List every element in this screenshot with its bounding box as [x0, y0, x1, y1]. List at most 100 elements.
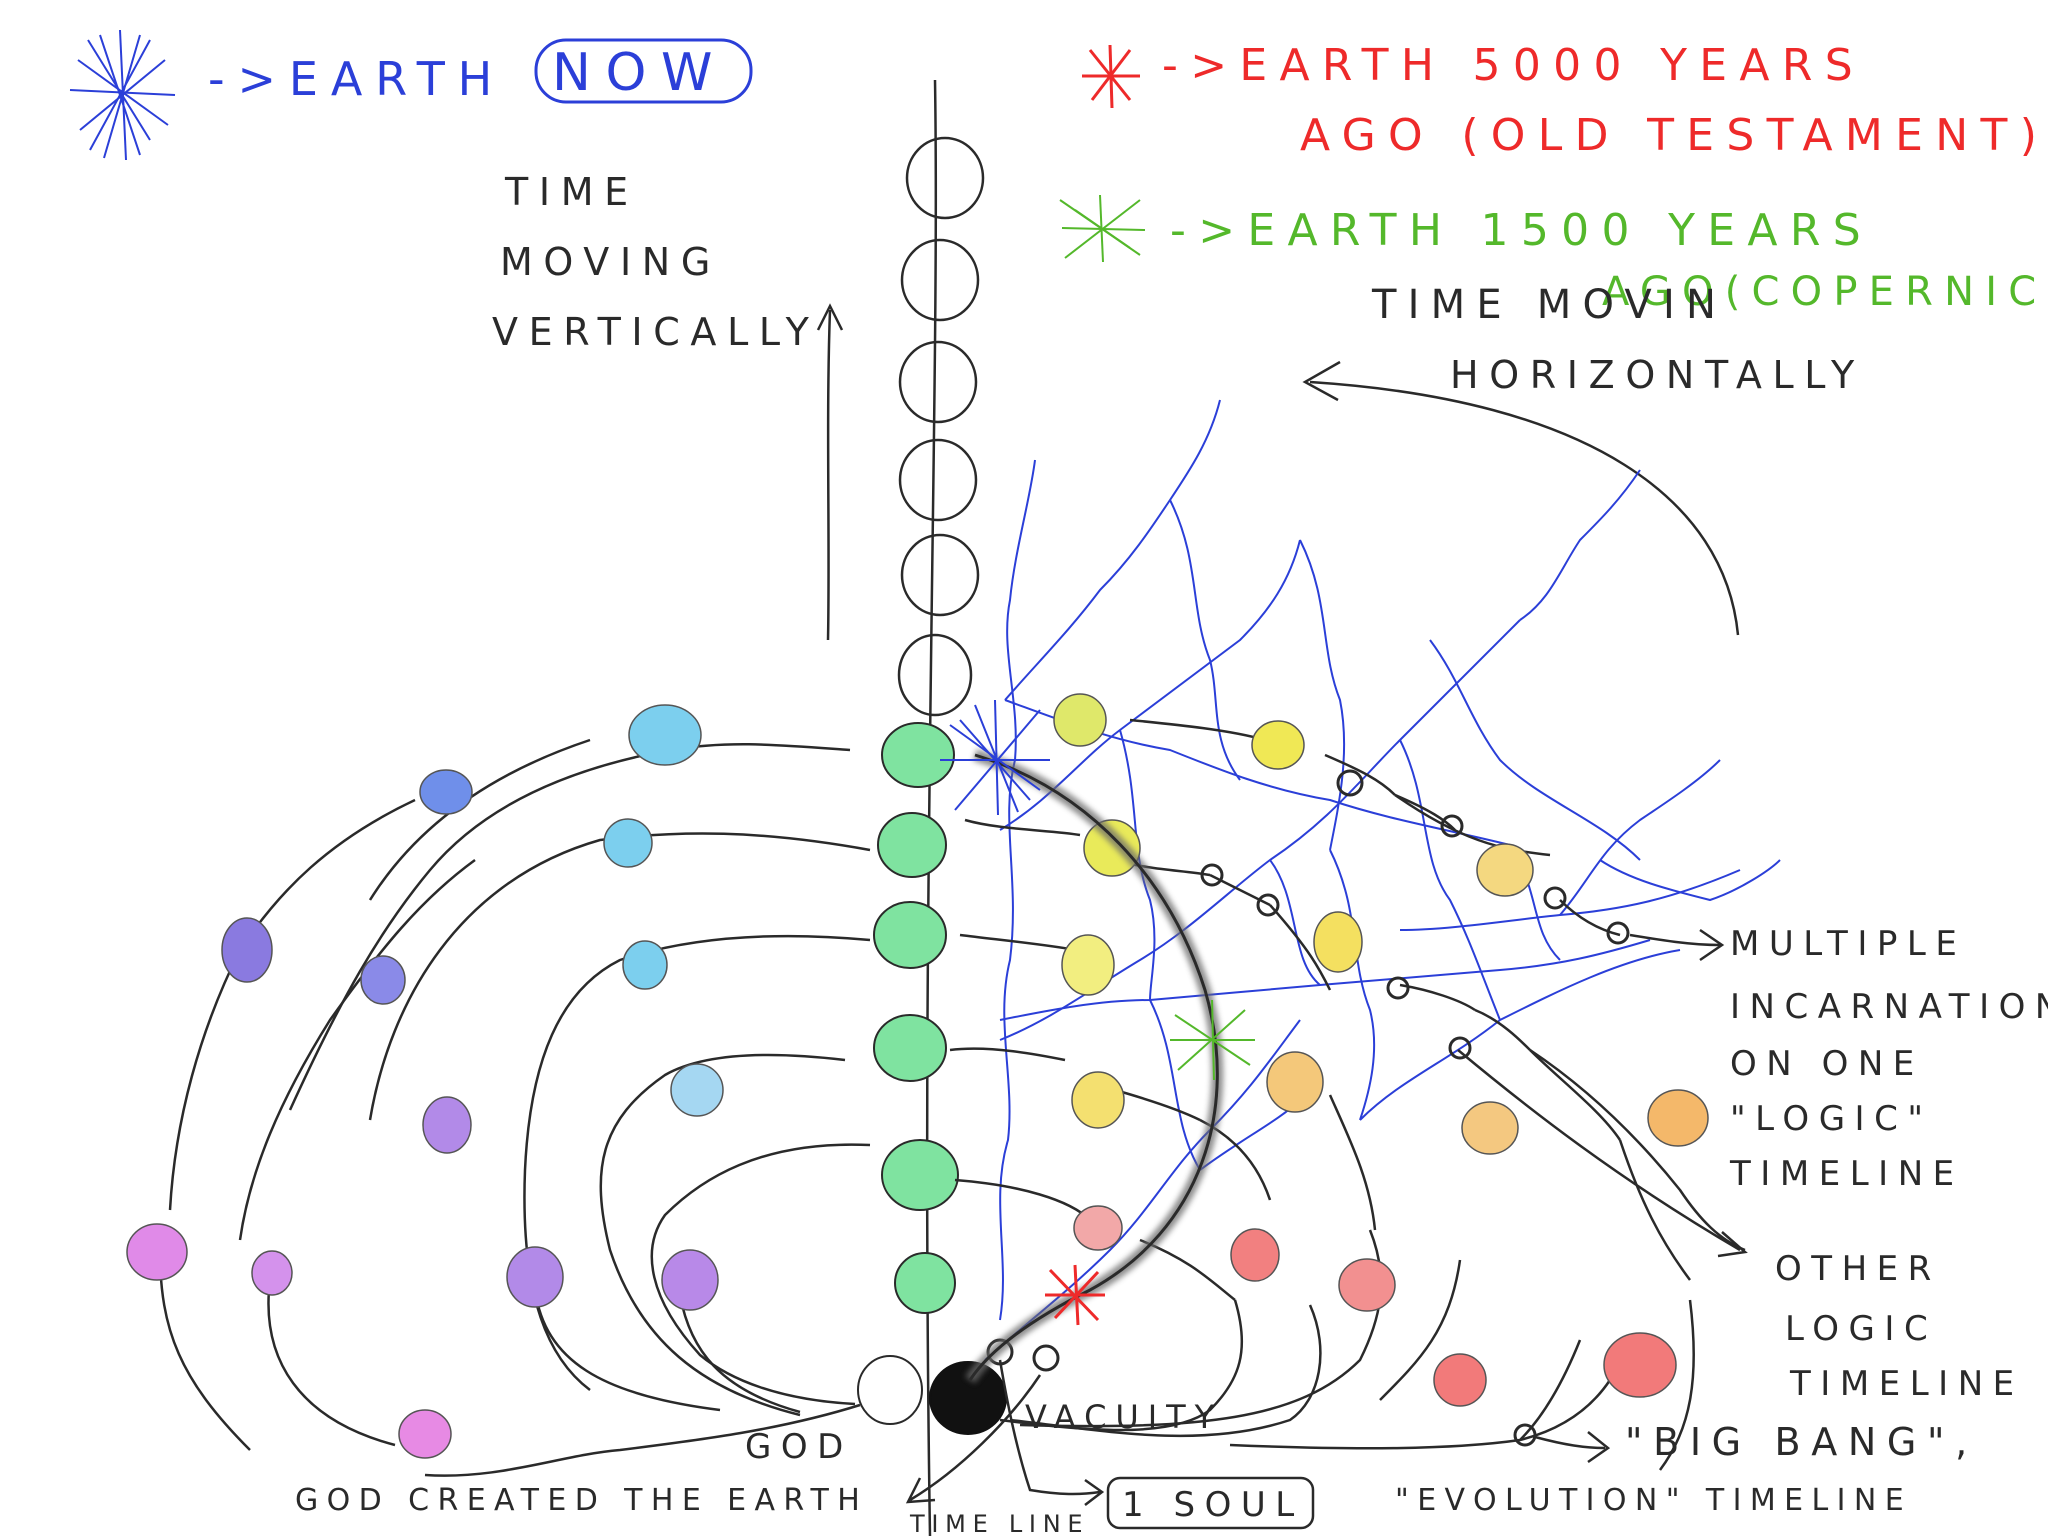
node — [622, 940, 668, 990]
legend-copernicus-line1: ->EARTH 1500 YEARS — [1170, 205, 1873, 256]
label-time-vertical: TIME MOVING VERTICALLY — [492, 170, 820, 354]
blue-star-icon — [69, 29, 176, 161]
one-soul-box — [1106, 1476, 1315, 1530]
node — [360, 955, 406, 1005]
label-vertically: VERTICALLY — [492, 310, 820, 354]
label-other: OTHER — [1775, 1249, 1941, 1289]
right-line — [1519, 1339, 1582, 1441]
label-moving: MOVING — [500, 240, 721, 284]
web-line — [1519, 469, 1641, 621]
left-logic-timelines — [158, 738, 871, 1477]
right-line — [1529, 1049, 1622, 1141]
left-arc-2 — [599, 1053, 846, 1417]
left-arc-3 — [523, 934, 871, 1391]
node — [1476, 843, 1534, 897]
right-line — [964, 818, 1081, 837]
label-time-line: TIME LINE — [909, 1510, 1089, 1536]
node — [661, 1249, 719, 1311]
node — [1251, 720, 1305, 770]
node — [1461, 1101, 1519, 1155]
legend-now-word: NOW — [552, 43, 727, 103]
web-line — [1599, 859, 1781, 902]
left-arc-9 — [158, 1249, 251, 1451]
web-line — [1119, 729, 1156, 1001]
web-line — [1004, 399, 1221, 701]
right-nodes — [1053, 693, 1709, 1407]
web-line — [1269, 859, 1321, 986]
label-time: TIME — [504, 170, 639, 214]
label-horizontally: HORIZONTALLY — [1450, 353, 1865, 397]
right-line — [1229, 1379, 1612, 1450]
label-logic: "LOGIC" — [1730, 1099, 1933, 1139]
left-arc-11 — [533, 1289, 721, 1412]
soul-path-core — [968, 753, 1219, 1381]
right-line — [1328, 1094, 1377, 1231]
right-line — [1209, 873, 1271, 907]
label-god-created: GOD CREATED THE EARTH — [295, 1483, 868, 1518]
node — [1073, 1205, 1123, 1251]
web-line — [1429, 639, 1641, 861]
node — [670, 1063, 724, 1117]
left-arc-10 — [267, 1279, 396, 1447]
node — [422, 1096, 472, 1154]
right-line — [1269, 904, 1332, 991]
label-multiple-incarnations: MULTIPLE INCARNATIONS ON ONE "LOGIC" TIM… — [1729, 924, 2048, 1194]
left-arc-5 — [288, 742, 851, 1111]
left-arc-13 — [424, 1403, 861, 1477]
label-on-one: ON ONE — [1730, 1044, 1924, 1084]
node — [1061, 934, 1115, 996]
web-line — [1299, 539, 1346, 851]
web-line — [984, 1019, 1301, 1361]
right-line — [1009, 1304, 1322, 1438]
node — [221, 917, 273, 983]
web-line — [1359, 949, 1681, 1121]
legend-old-line2: AGO (OLD TESTAMENT) — [1300, 110, 2048, 161]
web-line — [1329, 849, 1376, 1121]
right-line — [1529, 1048, 1746, 1252]
legend-old-line1: ->EARTH 5000 YEARS — [1162, 40, 1865, 91]
earth-now-star-icon — [940, 699, 1050, 816]
red-star-icon — [1082, 44, 1140, 109]
left-nodes — [126, 704, 724, 1459]
legend-old-testament: ->EARTH 5000 YEARS AGO (OLD TESTAMENT) — [1082, 40, 2048, 161]
label-incarnations: INCARNATIONS — [1730, 987, 2048, 1027]
node — [506, 1246, 564, 1308]
left-arc-12 — [678, 1294, 801, 1414]
right-line — [949, 1047, 1066, 1062]
node — [1083, 819, 1141, 877]
node — [603, 818, 653, 868]
node — [1433, 1353, 1487, 1407]
label-big-bang: "BIG BANG", "EVOLUTION" TIMELINE — [1395, 1420, 1967, 1518]
pointer-arrows — [905, 928, 1748, 1506]
right-line — [954, 1178, 1091, 1221]
node — [1313, 911, 1363, 973]
node — [419, 769, 473, 815]
label-other-logic: OTHER LOGIC TIMELINE — [1775, 1249, 2024, 1404]
horizontal-arc-arrow — [1302, 360, 1740, 636]
right-line — [1379, 1259, 1462, 1401]
label-time-movin: TIME MOVIN — [1371, 282, 1727, 328]
soul-timeline — [857, 79, 1007, 1536]
right-line — [1399, 983, 1476, 1012]
left-arc-8 — [168, 798, 416, 1211]
future-incarnations — [897, 136, 985, 717]
right-line — [1129, 718, 1266, 742]
label-vacuity: VACUITY — [1025, 1398, 1223, 1436]
right-line — [1394, 793, 1551, 857]
right-line — [959, 933, 1076, 952]
label-time-horizontal: TIME MOVIN HORIZONTALLY — [1371, 282, 1865, 397]
legend-now-text: ->EARTH — [208, 52, 505, 106]
node — [1647, 1089, 1709, 1147]
node — [1053, 693, 1107, 747]
left-arc-1 — [650, 1143, 871, 1406]
web-line — [1169, 499, 1241, 781]
right-line — [1324, 753, 1396, 796]
right-line — [1474, 1008, 1531, 1051]
left-arc-7 — [368, 738, 591, 901]
left-arc-4 — [368, 832, 871, 1121]
legend-copernicus: ->EARTH 1500 YEARS AGO(COPERNICUS) — [1059, 194, 2048, 315]
label-timeline-2: TIMELINE — [1789, 1364, 2024, 1404]
node — [251, 1250, 293, 1296]
node — [398, 1409, 452, 1459]
